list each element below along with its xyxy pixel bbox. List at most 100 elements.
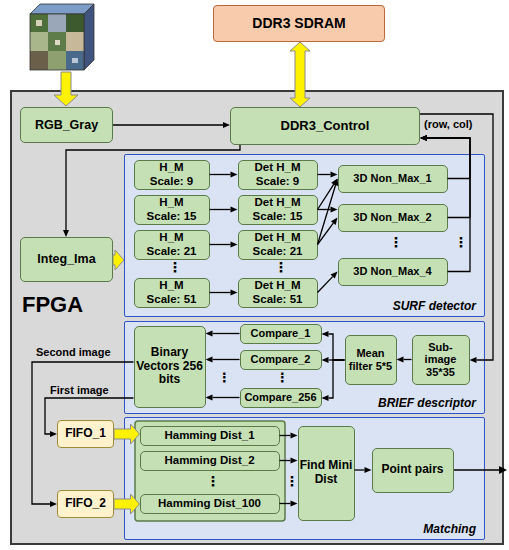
arrowhead <box>331 179 337 187</box>
box-text: Hamming Dist_1 <box>164 429 254 442</box>
connector-line <box>329 334 345 360</box>
process-box: Compare_1 <box>240 324 322 344</box>
connector-line <box>427 138 470 179</box>
arrowhead <box>420 135 427 141</box>
output-arrowhead <box>499 466 507 474</box>
box-text: 3D Non_Max_4 <box>353 265 431 278</box>
process-box: Hamming Dist_1 <box>140 426 280 446</box>
connector-arrow <box>280 433 298 439</box>
box-text: Hamming Dist_2 <box>164 454 254 467</box>
connector-line <box>66 145 240 230</box>
connector-arrow <box>322 360 345 401</box>
block-arrow <box>290 42 310 107</box>
connector-arrow <box>355 467 372 473</box>
ellipsis-mark: ⋮ <box>274 260 288 274</box>
box-text: 3D Non_Max_1 <box>353 172 431 185</box>
ellipsis-mark: ⋮ <box>285 474 299 488</box>
connector-arrow <box>210 207 238 213</box>
process-box: FIFO_1 <box>57 420 114 448</box>
arrowhead <box>206 395 213 401</box>
connector-arrow <box>206 331 240 337</box>
connector-line <box>329 360 345 398</box>
cube-tile <box>48 32 66 51</box>
connector-arrow <box>318 218 338 245</box>
block-arrow <box>114 494 140 514</box>
block-arrow <box>113 250 124 270</box>
connector-line <box>404 359 412 360</box>
arrowhead <box>331 207 338 213</box>
connector-line <box>318 174 331 175</box>
ellipsis-mark: ⋮ <box>454 235 468 249</box>
arrowhead <box>231 207 238 213</box>
box-text: Det H_M <box>254 161 300 174</box>
hyperspectral-cube <box>30 4 94 70</box>
arrowhead <box>231 242 238 248</box>
cube-tile <box>30 14 48 32</box>
arrowhead <box>322 395 329 401</box>
connector-arrow <box>280 501 298 507</box>
cube-tile <box>36 20 42 26</box>
connector-line <box>427 138 470 272</box>
box-text: H_M <box>159 161 183 174</box>
box-text: Find Mini Dist <box>300 459 353 487</box>
connector-line <box>213 397 240 398</box>
connector-line <box>427 138 470 218</box>
connector-line <box>280 460 291 461</box>
input-block-arrow <box>54 72 78 106</box>
box-text: Scale: 15 <box>253 210 303 223</box>
cube-tile <box>66 51 84 70</box>
connector-arrow <box>206 395 240 401</box>
block-arrow-shape <box>113 250 124 270</box>
signal-label: Second image <box>36 346 111 358</box>
arrowhead <box>322 331 329 337</box>
process-box: H_MScale: 9 <box>134 160 210 190</box>
ellipsis-mark: ⋮ <box>168 260 182 274</box>
process-box: DDR3 SDRAM <box>213 5 385 42</box>
arrowhead <box>365 467 372 473</box>
box-text: H_M <box>159 196 183 209</box>
box-text: FIFO_1 <box>65 427 106 441</box>
group-box: BRIEF descriptorBinary Vectors 256 bitsC… <box>124 321 485 414</box>
arrowhead <box>50 431 57 437</box>
connector-line <box>420 114 493 360</box>
block-arrow-shape <box>114 424 140 444</box>
cube-face <box>30 14 84 70</box>
process-box: Hamming Dist_100 <box>140 494 280 514</box>
connector-arrow <box>420 135 470 179</box>
box-text: Sub-image 35*35 <box>414 341 468 379</box>
arrowhead <box>291 433 298 439</box>
box-text: Compare_256 <box>244 391 316 404</box>
process-box: H_MScale: 15 <box>134 195 210 225</box>
connector-arrow <box>206 357 240 363</box>
box-text: Det H_M <box>254 231 300 244</box>
arrowhead <box>50 501 57 507</box>
box-text: Det H_M <box>254 279 300 292</box>
connector-arrow <box>63 145 240 237</box>
box-text: Mean filter 5*5 <box>347 347 395 372</box>
cube-tile <box>48 51 66 70</box>
arrowhead <box>331 218 338 225</box>
box-text: DDR3 SDRAM <box>252 15 345 31</box>
arrowhead <box>333 179 339 187</box>
block-arrow-shape <box>290 42 310 107</box>
group-box: MatchingHamming Dist_1Hamming Dist_2Hamm… <box>124 417 485 540</box>
output-line <box>454 469 500 470</box>
cube-top <box>30 4 94 14</box>
process-box: Mean filter 5*5 <box>345 335 397 385</box>
cube-side <box>84 4 94 70</box>
group-label: FPGA <box>22 292 83 317</box>
ellipsis-mark: ⋮ <box>218 371 231 384</box>
connector-arrow <box>397 357 412 363</box>
arrowhead <box>231 290 238 296</box>
arrowhead <box>291 458 298 464</box>
arrowhead <box>420 135 427 141</box>
cube-tile <box>55 40 60 45</box>
process-box: RGB_Gray <box>20 107 113 143</box>
connector-line <box>210 292 231 293</box>
arrowhead <box>63 230 69 237</box>
ellipsis-mark: ⋮ <box>276 371 289 384</box>
connector-arrow <box>113 122 230 128</box>
arrowhead <box>322 357 329 363</box>
connector-arrow <box>318 172 338 178</box>
